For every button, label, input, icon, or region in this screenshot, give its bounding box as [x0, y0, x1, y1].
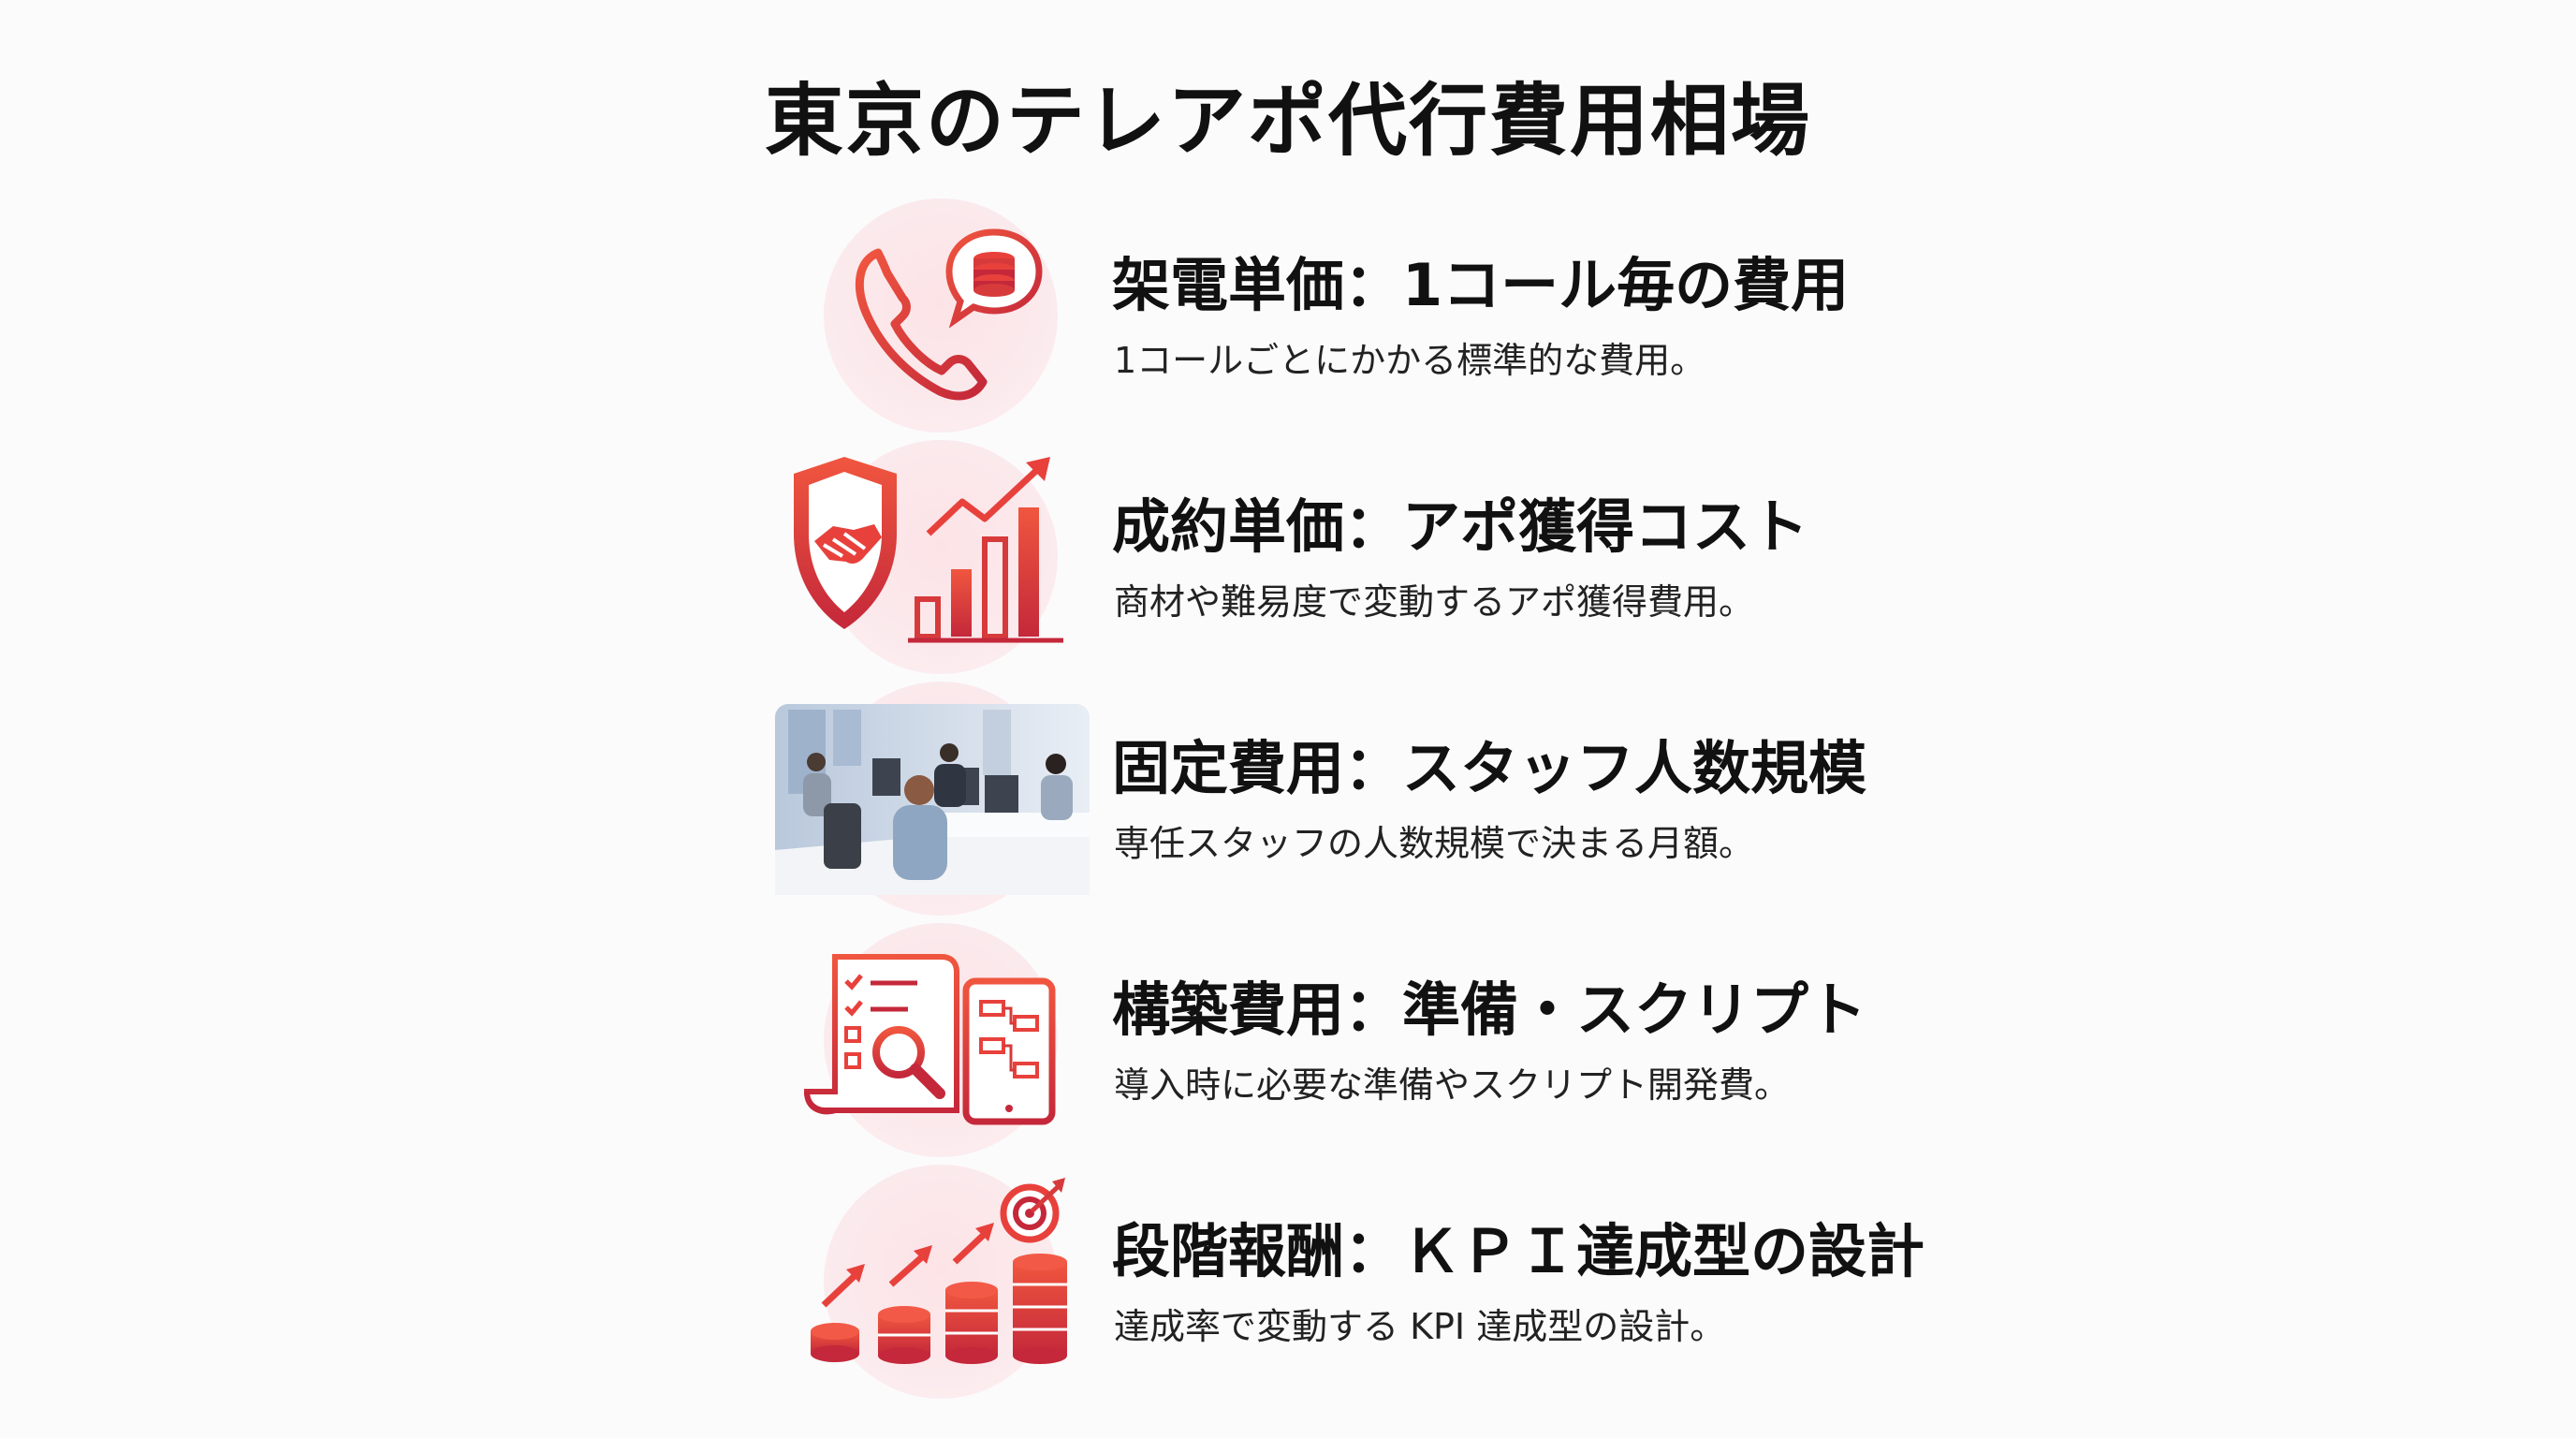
item-title: 構築費用：準備・スクリプト — [1112, 976, 1867, 1044]
list-item: 架電単価：1コール毎の費用 1コールごとにかかる標準的な費用。 — [768, 198, 1984, 433]
item-title: 固定費用：スタッフ人数規模 — [1112, 734, 1867, 802]
item-description: 達成率で変動する KPI 達成型の設計。 — [1114, 1306, 1726, 1347]
phone-coins-icon — [768, 198, 1095, 433]
item-title: 架電単価：1コール毎の費用 — [1112, 251, 1850, 319]
list-item: 構築費用：準備・スクリプト 導入時に必要な準備やスクリプト開発費。 — [768, 923, 1984, 1157]
item-description: 商材や難易度で変動するアポ獲得費用。 — [1114, 581, 1755, 623]
list-item: 段階報酬：ＫＰＩ達成型の設計 達成率で変動する KPI 達成型の設計。 — [768, 1165, 1984, 1399]
handshake-shield-chart-icon — [768, 440, 1095, 674]
list-item: 成約単価：アポ獲得コスト 商材や難易度で変動するアポ獲得費用。 — [768, 440, 1984, 674]
office-staff-photo — [768, 682, 1095, 916]
item-title: 段階報酬：ＫＰＩ達成型の設計 — [1112, 1217, 1925, 1285]
item-description: 専任スタッフの人数規模で決まる月額。 — [1114, 823, 1755, 864]
list-item: 固定費用：スタッフ人数規模 専任スタッフの人数規模で決まる月額。 — [768, 682, 1984, 916]
coins-target-icon — [768, 1165, 1095, 1399]
item-description: 導入時に必要な準備やスクリプト開発費。 — [1114, 1064, 1791, 1106]
page-title: 東京のテレアポ代行費用相場 — [764, 75, 1811, 167]
item-description: 1コールごとにかかる標準的な費用。 — [1114, 340, 1706, 381]
item-title: 成約単価：アポ獲得コスト — [1112, 492, 1809, 561]
checklist-tablet-icon — [768, 923, 1095, 1157]
